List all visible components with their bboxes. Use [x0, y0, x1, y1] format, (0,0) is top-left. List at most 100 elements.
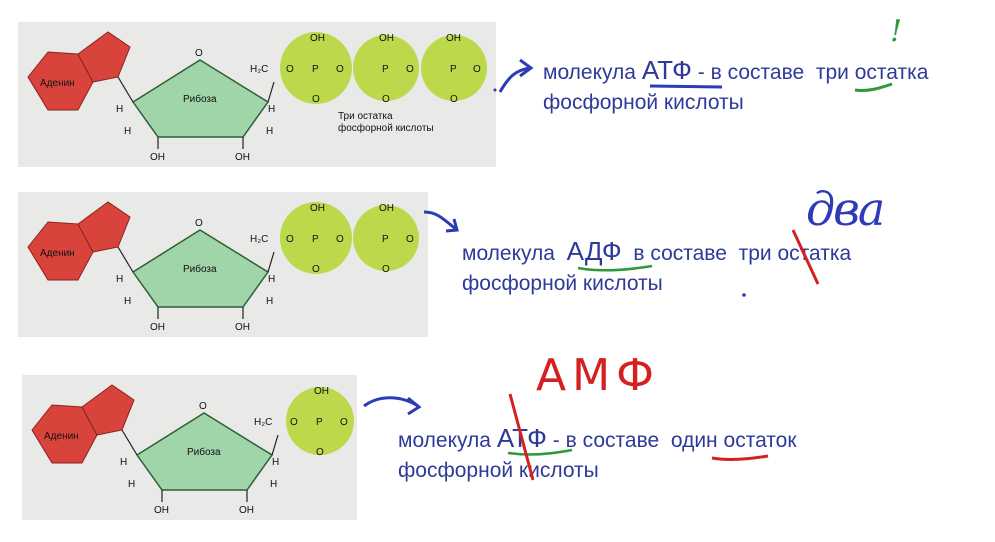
h-label: H	[116, 104, 123, 115]
molecule-panel-atp: Аденин Рибоза O H H H H OH OH H₂C OH O P…	[18, 22, 496, 167]
h-label: H	[266, 296, 273, 307]
oh-label: OH	[235, 152, 250, 163]
phosphate-circle	[286, 387, 354, 455]
phosphate-group-3: OH P O O	[421, 33, 487, 105]
phosphate-oh: OH	[446, 33, 461, 44]
arrow-1	[498, 66, 531, 93]
amp-structure: Аденин Рибоза O H H H H OH OH H₂C OH O P…	[22, 375, 357, 520]
phosphate-o-right: O	[473, 64, 481, 75]
ch2-label: H₂C	[254, 417, 272, 428]
h-label: H	[124, 296, 131, 307]
h-label: H	[124, 126, 131, 137]
caption-atp: молекула АТФ - в составе три остатка фос…	[543, 55, 928, 118]
caption-line-1: молекула АДФ в составе три остатка	[462, 236, 851, 269]
phosphate-p: P	[382, 64, 389, 75]
phosphate-group-1: OH O P O O	[280, 32, 352, 105]
h-label: H	[268, 104, 275, 115]
ch2-label: H₂C	[250, 234, 268, 245]
adenine-ribose-bond	[121, 429, 138, 456]
ribose-ring	[131, 59, 270, 138]
ribose-label: Рибоза	[183, 93, 217, 105]
caption-line-1: молекула АТФ - в составе один остаток	[398, 423, 797, 456]
caption-word: молекула	[398, 429, 491, 452]
adp-structure: Аденин Рибоза O H H H H OH OH H₂C OH O P…	[18, 192, 428, 337]
phosphate-o-right: O	[406, 64, 414, 75]
adenine-ribose-bond	[117, 76, 134, 103]
phosphate-o-bottom: O	[312, 94, 320, 105]
correction-dva: два	[806, 182, 885, 236]
correction-amf: АМФ	[536, 350, 660, 401]
phosphate-note-line2: фосфорной кислоты	[338, 122, 434, 134]
molecule-panel-amp: Аденин Рибоза O H H H H OH OH H₂C OH O P…	[22, 375, 357, 520]
ribose-label: Рибоза	[183, 263, 217, 275]
ribose-ring	[135, 412, 274, 491]
oh-label: OH	[239, 505, 254, 516]
phosphate-circle	[280, 32, 352, 104]
adenine-pentagon	[81, 384, 135, 436]
phosphate-group-1: OH O P O O	[286, 386, 354, 458]
phosphate-o-right: O	[336, 234, 344, 245]
caption-amp: молекула АТФ - в составе один остаток фо…	[398, 423, 797, 486]
caption-mid: в составе	[633, 242, 727, 265]
adenine-pentagon	[77, 201, 131, 253]
atp-structure: Аденин Рибоза O H H H H OH OH H₂C OH O P…	[18, 22, 496, 167]
adenine-label: Аденин	[40, 248, 75, 259]
phosphate-circle	[353, 205, 419, 271]
caption-mid: - в составе	[697, 61, 805, 84]
phosphate-oh: OH	[314, 386, 329, 397]
molecule-name: АТФ	[496, 423, 547, 453]
oh-label: OH	[235, 322, 250, 333]
phosphate-oh: OH	[379, 33, 394, 44]
adenine-pentagon	[77, 31, 131, 83]
molecule-panel-adp: Аденин Рибоза O H H H H OH OH H₂C OH O P…	[18, 192, 428, 337]
adenine-ribose-bond	[117, 246, 134, 273]
phosphate-o-bottom: O	[382, 94, 390, 105]
arrow-3-head	[407, 396, 422, 416]
caption-word: молекула	[543, 61, 636, 84]
oh-label: OH	[150, 322, 165, 333]
caption-line-2: фосфорной кислоты	[462, 272, 663, 295]
ring-oxygen: O	[195, 218, 203, 229]
phosphate-group-2: OH P O O	[353, 203, 419, 275]
ring-oxygen: O	[195, 48, 203, 59]
phosphate-o-bottom: O	[382, 264, 390, 275]
phosphate-group-1: OH O P O O	[280, 202, 352, 275]
caption-rest: остатка	[854, 61, 929, 84]
ch2-label: H₂C	[250, 64, 268, 75]
phosphate-p: P	[312, 64, 319, 75]
phosphate-o-right: O	[340, 417, 348, 428]
arrow-3	[363, 396, 419, 408]
h-label: H	[116, 274, 123, 285]
phosphate-o-left: O	[286, 64, 294, 75]
phosphate-o-bottom: O	[312, 264, 320, 275]
caption-mid: - в составе	[552, 429, 660, 452]
phosphate-count: один	[670, 429, 718, 452]
c5-bond	[267, 251, 275, 273]
oh-label: OH	[154, 505, 169, 516]
caption-line-1: молекула АТФ - в составе три остатка	[543, 55, 928, 88]
h-label: H	[270, 479, 277, 490]
phosphate-count: три	[738, 242, 772, 265]
caption-line-2: фосфорной кислоты	[543, 91, 744, 114]
c5-bond	[267, 81, 275, 103]
phosphate-o-left: O	[290, 417, 298, 428]
phosphate-p: P	[312, 234, 319, 245]
arrow-1-head	[519, 58, 534, 78]
phosphate-o-bottom: O	[450, 94, 458, 105]
h-label: H	[120, 457, 127, 468]
caption-adp: молекула АДФ в составе три остатка фосфо…	[462, 236, 851, 299]
phosphate-group-2: OH P O O	[353, 33, 419, 105]
phosphate-p: P	[382, 234, 389, 245]
exclamation-mark: !	[890, 14, 903, 49]
phosphate-p: P	[450, 64, 457, 75]
phosphate-count: три	[815, 61, 849, 84]
phosphate-oh: OH	[379, 203, 394, 214]
phosphate-o-right: O	[336, 64, 344, 75]
phosphate-circle	[421, 35, 487, 101]
arrow-2	[423, 210, 457, 231]
phosphate-o-bottom: O	[316, 447, 324, 458]
caption-rest: остатка	[777, 242, 852, 265]
phosphate-o-left: O	[286, 234, 294, 245]
molecule-name: АТФ	[641, 55, 692, 85]
phosphate-note-line1: Три остатка	[338, 111, 393, 122]
